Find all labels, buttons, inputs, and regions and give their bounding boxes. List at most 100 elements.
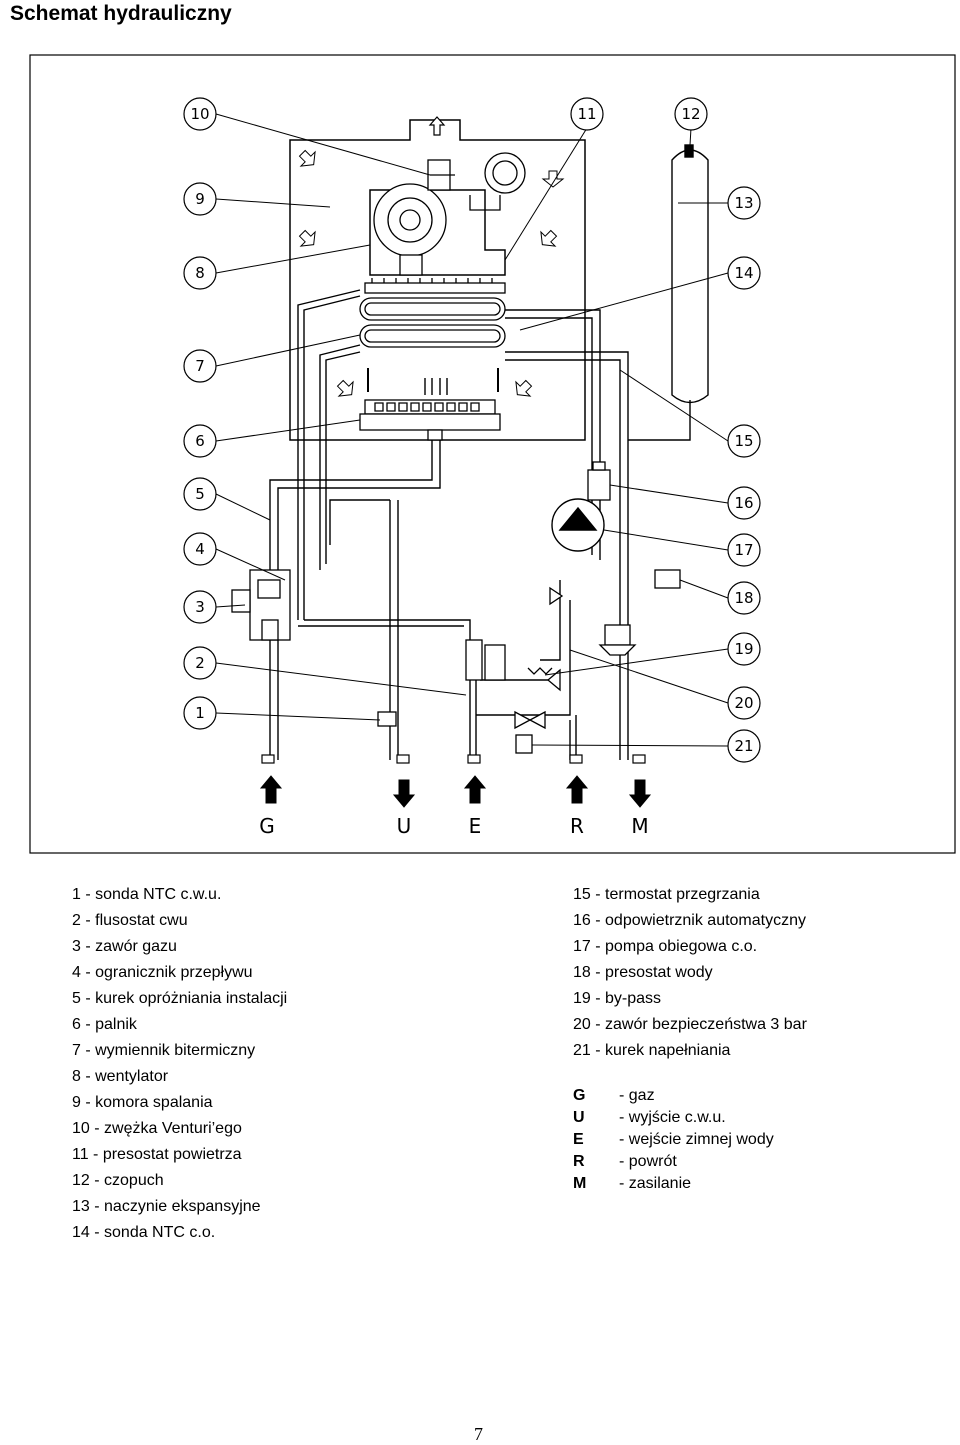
code-desc: - wyjście c.w.u. bbox=[619, 1109, 726, 1126]
ignition-electrodes bbox=[367, 368, 499, 395]
code-letter: G bbox=[573, 1087, 586, 1104]
arrow-u bbox=[392, 779, 416, 808]
code-desc: - powrót bbox=[619, 1153, 677, 1170]
legend-item: 14 - sonda NTC c.o. bbox=[72, 1224, 216, 1241]
arrow-g bbox=[259, 775, 283, 804]
code-desc: - gaz bbox=[619, 1087, 655, 1104]
callout-number: 19 bbox=[734, 640, 753, 658]
legend-item: 9 - komora spalania bbox=[72, 1094, 213, 1111]
callout-number: 12 bbox=[681, 105, 700, 123]
valve-symbols bbox=[514, 586, 564, 754]
water-pipes bbox=[269, 289, 691, 760]
legend-item: 2 - flusostat cwu bbox=[72, 912, 188, 929]
callout-11: 11 bbox=[570, 97, 604, 131]
connection-label-g: G bbox=[259, 814, 275, 838]
expansion-vessel bbox=[671, 144, 709, 404]
legend-item: 4 - ogranicznik przepływu bbox=[72, 964, 253, 981]
callouts: 10 9 8 7 6 5 4 3 2 1 11 12 13 14 15 16 1… bbox=[183, 97, 761, 763]
gas-valve bbox=[231, 569, 291, 641]
callout-2: 2 bbox=[183, 646, 217, 680]
callout-number: 5 bbox=[195, 485, 205, 503]
callout-number: 21 bbox=[734, 737, 753, 755]
code-letter: E bbox=[573, 1131, 584, 1148]
page-title: Schemat hydrauliczny bbox=[10, 2, 232, 25]
callout-15: 15 bbox=[727, 424, 761, 458]
legend-right: 15 - termostat przegrzania 16 - odpowiet… bbox=[573, 882, 807, 1064]
callout-number: 13 bbox=[734, 194, 753, 212]
code-row: E - wejście zimnej wody bbox=[573, 1129, 774, 1151]
callout-20: 20 bbox=[727, 686, 761, 720]
connection-label-r: R bbox=[570, 814, 584, 838]
code-row: R- powrót bbox=[573, 1151, 774, 1173]
water-pressure-switch bbox=[598, 569, 681, 656]
legend-item: 7 - wymiennik bitermiczny bbox=[72, 1042, 256, 1059]
callout-1: 1 bbox=[183, 696, 217, 730]
code-row: M- zasilanie bbox=[573, 1173, 774, 1195]
legend-item: 17 - pompa obiegowa c.o. bbox=[573, 938, 758, 955]
callout-18: 18 bbox=[727, 581, 761, 615]
legend-item: 12 - czopuch bbox=[72, 1172, 164, 1189]
callout-number: 10 bbox=[190, 105, 209, 123]
callout-number: 17 bbox=[734, 541, 753, 559]
legend-item: 8 - wentylator bbox=[72, 1068, 169, 1085]
legend-item: 20 - zawór bezpieczeństwa 3 bar bbox=[573, 1016, 807, 1033]
callout-4: 4 bbox=[183, 532, 217, 566]
legend-item: 11 - presostat powietrza bbox=[72, 1146, 242, 1163]
callout-number: 11 bbox=[577, 105, 596, 123]
legend-item: 15 - termostat przegrzania bbox=[573, 886, 760, 903]
legend-left: 1 - sonda NTC c.w.u. 2 - flusostat cwu 3… bbox=[72, 882, 287, 1246]
code-row: U - wyjście c.w.u. bbox=[573, 1107, 774, 1129]
callout-number: 9 bbox=[195, 190, 205, 208]
callout-number: 20 bbox=[734, 694, 753, 712]
page-number: 7 bbox=[474, 1424, 483, 1444]
burner bbox=[359, 399, 501, 441]
callout-6: 6 bbox=[183, 424, 217, 458]
legend-item: 1 - sonda NTC c.w.u. bbox=[72, 886, 222, 903]
callout-13: 13 bbox=[727, 186, 761, 220]
arrow-e bbox=[463, 775, 487, 804]
leader-lines bbox=[215, 113, 729, 747]
code-letter: U bbox=[573, 1109, 585, 1126]
arrow-r bbox=[565, 775, 589, 804]
hydraulic-diagram: 10 9 8 7 6 5 4 3 2 1 11 12 13 14 15 16 1… bbox=[29, 54, 956, 854]
callout-16: 16 bbox=[727, 486, 761, 520]
legend-item: 3 - zawór gazu bbox=[72, 938, 177, 955]
legend-item: 6 - palnik bbox=[72, 1016, 137, 1033]
callout-number: 2 bbox=[195, 654, 205, 672]
callout-number: 7 bbox=[195, 357, 205, 375]
connection-arrows bbox=[259, 775, 652, 808]
callout-12: 12 bbox=[674, 97, 708, 131]
callout-number: 4 bbox=[195, 540, 205, 558]
arrow-m bbox=[628, 779, 652, 808]
diagram-frame bbox=[29, 54, 956, 854]
legend-item: 18 - presostat wody bbox=[573, 964, 713, 981]
flue-outlet bbox=[428, 116, 446, 136]
air-flow-arrows bbox=[298, 149, 565, 397]
connection-label-m: M bbox=[631, 814, 648, 838]
callout-17: 17 bbox=[727, 533, 761, 567]
connection-codes: G - gaz U - wyjście c.w.u. E - wejście zimn… bbox=[573, 1085, 774, 1195]
connection-labels: G U E R M bbox=[259, 814, 648, 838]
callout-5: 5 bbox=[183, 477, 217, 511]
callout-number: 8 bbox=[195, 264, 205, 282]
callout-3: 3 bbox=[183, 590, 217, 624]
code-desc: - wejście zimnej wody bbox=[619, 1131, 774, 1148]
callout-number: 3 bbox=[195, 598, 205, 616]
callout-number: 16 bbox=[734, 494, 753, 512]
connection-label-u: U bbox=[397, 814, 412, 838]
legend-item: 13 - naczynie ekspansyjne bbox=[72, 1198, 261, 1215]
callout-7: 7 bbox=[183, 349, 217, 383]
connection-label-e: E bbox=[469, 814, 482, 838]
code-desc: - zasilanie bbox=[619, 1175, 692, 1192]
legend-item: 5 - kurek opróżniania instalacji bbox=[72, 990, 288, 1007]
callout-8: 8 bbox=[183, 256, 217, 290]
heat-exchanger bbox=[359, 278, 506, 348]
air-pressure-switch bbox=[469, 152, 526, 211]
callout-10: 10 bbox=[183, 97, 217, 131]
legend-item: 16 - odpowietrznik automatyczny bbox=[573, 912, 806, 929]
callout-19: 19 bbox=[727, 632, 761, 666]
pipe-stubs bbox=[261, 754, 646, 764]
legend-item: 21 - kurek napełniania bbox=[573, 1042, 731, 1059]
legend-item: 19 - by-pass bbox=[573, 990, 662, 1007]
circulation-pump bbox=[551, 498, 605, 552]
